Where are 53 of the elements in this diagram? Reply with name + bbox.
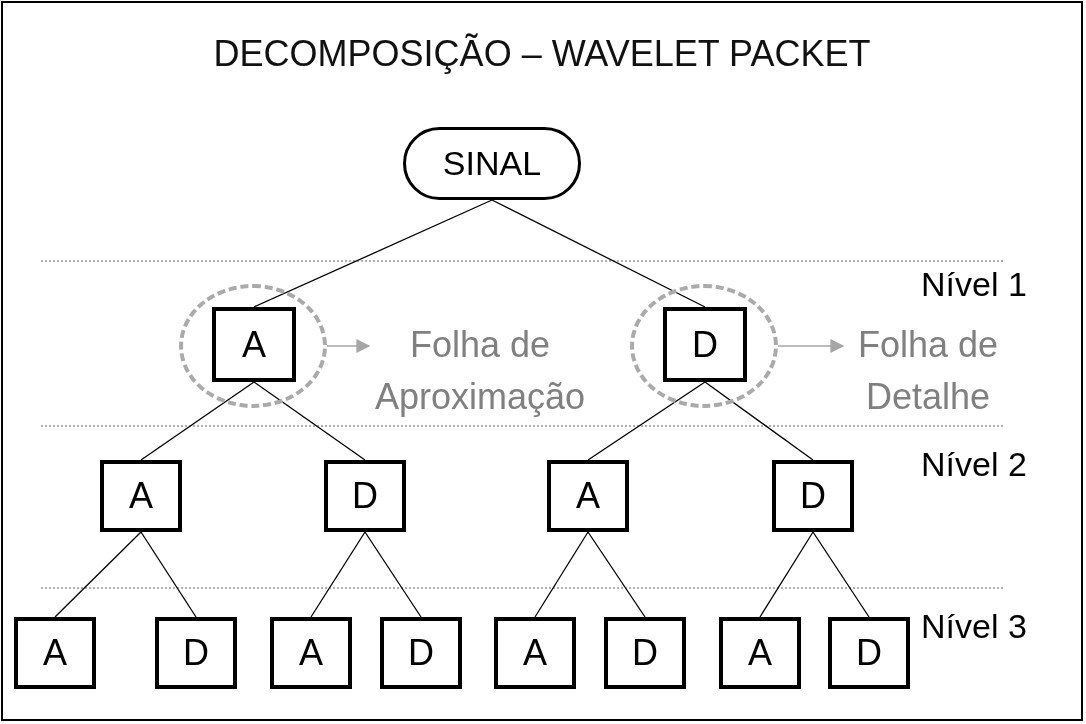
box-label: D xyxy=(408,632,434,674)
process-box xyxy=(212,307,296,382)
connector-line xyxy=(587,381,706,461)
connector-line xyxy=(310,531,366,618)
connector-line xyxy=(253,381,366,461)
box-label: A xyxy=(129,475,153,517)
connector-line xyxy=(812,531,870,618)
process-box xyxy=(494,617,576,689)
box-label: SINAL xyxy=(442,144,542,183)
box-label: D xyxy=(800,475,826,517)
connector-line xyxy=(54,531,142,618)
connector-line xyxy=(704,381,814,461)
process-box xyxy=(547,460,629,532)
process-box xyxy=(663,307,747,382)
level-label: Nível 2 xyxy=(921,445,1027,484)
process-box xyxy=(772,460,854,532)
connector-line xyxy=(491,199,706,308)
box-label: A xyxy=(576,475,600,517)
box-label: D xyxy=(183,632,209,674)
box-label: D xyxy=(856,632,882,674)
process-box xyxy=(155,617,237,689)
arrow xyxy=(326,339,371,353)
connector-line xyxy=(253,199,493,308)
box-label: D xyxy=(352,475,378,517)
box-label: D xyxy=(632,632,658,674)
process-box xyxy=(828,617,910,689)
connector-line xyxy=(759,531,814,618)
dashed-ellipse xyxy=(630,284,778,408)
level-label: Nível 3 xyxy=(921,607,1027,646)
process-box xyxy=(719,617,801,689)
dashed-ellipse xyxy=(179,284,327,408)
box-label: A xyxy=(242,323,266,366)
process-box xyxy=(14,617,96,689)
connector-line xyxy=(587,531,646,618)
connector-line xyxy=(364,531,422,618)
arrow xyxy=(777,339,845,353)
annotation-text: Folha de Aproximação xyxy=(369,317,591,425)
process-box xyxy=(604,617,686,689)
box-label: A xyxy=(43,632,67,674)
connector-line xyxy=(140,381,255,461)
level-label: Nível 1 xyxy=(921,265,1027,304)
box-label: A xyxy=(299,632,323,674)
box-label: A xyxy=(748,632,772,674)
connector-line xyxy=(140,531,197,618)
annotation-text: Folha de Detalhe xyxy=(843,317,1013,425)
process-box xyxy=(100,460,182,532)
process-box xyxy=(270,617,352,689)
diagram-title: DECOMPOSIÇÃO – WAVELET PACKET xyxy=(213,33,871,74)
box-label: A xyxy=(523,632,547,674)
process-box xyxy=(380,617,462,689)
process-box xyxy=(324,460,406,532)
box-label: D xyxy=(692,323,718,366)
connector-line xyxy=(534,531,589,618)
